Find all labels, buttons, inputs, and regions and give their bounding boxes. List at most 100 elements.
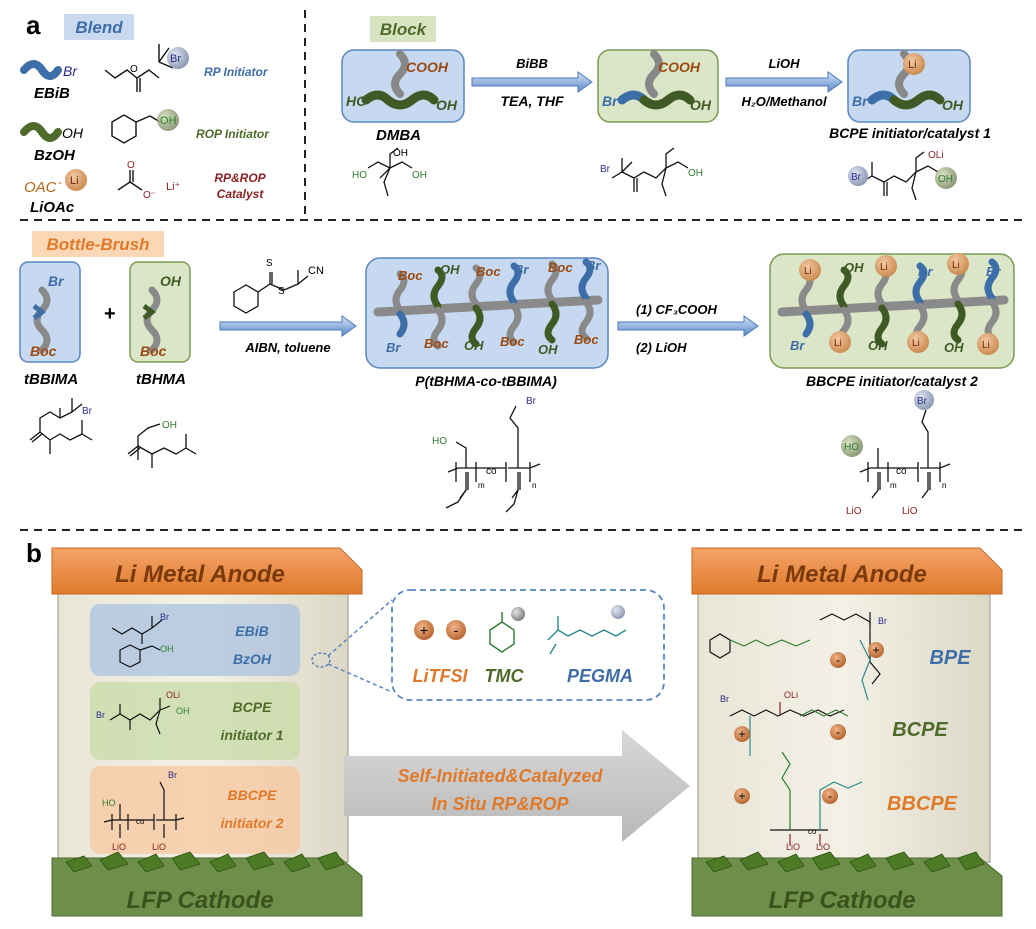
process-label-2: In Situ RP&ROP [431, 794, 569, 814]
tmc-ball [511, 607, 525, 621]
bcpe1-li-ball [903, 53, 925, 75]
dmba-green-chain [361, 90, 439, 110]
lioac-liplus: Li⁺ [166, 181, 181, 193]
right-net-oli: OLi [784, 690, 798, 700]
left-brush-br: Br [168, 770, 177, 780]
brush-plus: + [104, 303, 116, 325]
right-cathode [691, 857, 1003, 917]
left-blend-structures [111, 616, 163, 668]
bbcpe-label: BBCPE initiator/catalyst 2 [806, 373, 978, 389]
tbbima-structure [29, 398, 93, 454]
copolymer-br-3: Br [386, 340, 401, 355]
left-block-oh: OH [176, 706, 190, 716]
blend-title: Blend [75, 18, 123, 37]
bbcpe-struct-br: Br [917, 396, 928, 407]
intermediate-gray-chain [645, 50, 663, 98]
zoom-point [311, 652, 331, 668]
litfsi-plus: + [420, 622, 428, 638]
copolymer-label: P(tBHMA-co-tBBIMA) [415, 373, 557, 389]
right-bbcpe-label: BBCPE [887, 793, 958, 815]
left-anode [51, 547, 363, 595]
tbbima-br: Br [48, 273, 65, 289]
left-brush-label-2: initiator 2 [220, 815, 283, 831]
bbcpe-oh-1: OH [844, 260, 864, 275]
tbbima-blue-tip [32, 304, 47, 320]
ebib-br-ball [167, 47, 189, 69]
copolymer-oh-3: OH [538, 342, 558, 357]
copolymer-boc-1: Boc [398, 268, 423, 283]
lioac-li-ball [65, 169, 87, 191]
left-brush-label-1: BBCPE [227, 787, 277, 803]
bbcpe-br-2: Br [986, 264, 1001, 279]
bbcpe-oh-2: OH [868, 338, 888, 353]
right-ion-6-sign: - [828, 789, 832, 803]
block-title: Block [380, 20, 428, 39]
left-cathode-label: LFP Cathode [126, 887, 273, 914]
right-ion-5 [734, 788, 750, 804]
left-block-br: Br [96, 710, 105, 720]
bbcpe-struct-lio-2: LiO [902, 506, 918, 517]
cta-s2: S [278, 286, 285, 297]
copolymer-oh-2: OH [464, 338, 484, 353]
bbcpe-struct-co: co [896, 466, 907, 477]
intermediate-structure [611, 147, 689, 197]
left-blend-label-1: EBiB [235, 623, 268, 639]
tbbima-boc: Boc [30, 343, 57, 359]
lioac-ominus: O⁻ [143, 190, 156, 201]
right-net-lio-2: LiO [816, 842, 830, 852]
block-title-box [370, 16, 436, 42]
copolymer-struct-br: Br [526, 396, 537, 407]
left-cathode-particles [65, 851, 345, 873]
intermediate-br: Br [602, 93, 619, 109]
bcpe1-struct-oh: OH [938, 174, 953, 185]
rp-initiator-label: RP Initiator [204, 65, 269, 79]
tbhma-oh: OH [160, 273, 182, 289]
bbcpe-li-ball-5 [907, 331, 929, 353]
left-brush-lio-2: LiO [152, 842, 166, 852]
tbbima-chain [33, 286, 51, 354]
bbcpe-li-ball-6 [977, 333, 999, 355]
cta-structure [233, 270, 309, 314]
tbhma-structure [127, 423, 197, 468]
copolymer-struct-m: m [478, 481, 485, 490]
left-brush-co: co [136, 817, 145, 826]
bbcpe-br-3: Br [790, 338, 805, 353]
right-ion-2 [868, 642, 884, 658]
bbcpe-li-2: Li [880, 262, 888, 273]
right-ion-3-sign: + [738, 727, 745, 741]
bzoh-icon [20, 122, 62, 142]
bbcpe-li-6: Li [982, 340, 990, 351]
right-anode [691, 547, 1003, 595]
brush-title-box [32, 231, 164, 257]
block-step1-top: BiBB [516, 56, 548, 71]
rop-initiator-label: ROP Initiator [196, 127, 270, 141]
bbcpe-struct-n: n [942, 481, 946, 490]
right-ion-5-sign: + [738, 789, 745, 803]
deprotection-arrow [617, 315, 759, 337]
left-blend-br: Br [160, 612, 169, 622]
bcpe1-li-text: Li [908, 59, 917, 71]
lioac-li-text: Li [70, 175, 79, 187]
copolymer-boc-2: Boc [476, 264, 501, 279]
copolymer-br-1: Br [514, 262, 529, 277]
bbcpe-struct-lio-1: LiO [846, 506, 862, 517]
dmba-gray-chain [391, 50, 409, 98]
copolymer-side-chains [392, 258, 594, 350]
tbbima-label: tBBIMA [24, 371, 78, 388]
raft-arrow [219, 315, 357, 337]
copolymer-backbone [373, 295, 603, 317]
right-ion-4 [830, 724, 846, 740]
left-brush-structure [103, 781, 185, 838]
intermediate-oh: OH [690, 97, 712, 113]
bbcpe-struct-br-ball [914, 390, 934, 410]
lioac-structure [117, 170, 143, 191]
bzoh-oh: OH [62, 125, 84, 141]
process-label-1: Self-Initiated&Catalyzed [397, 766, 603, 786]
lioac-label: LiOAc [30, 199, 75, 216]
right-cathode-label: LFP Cathode [768, 887, 915, 914]
tbbima-struct-br: Br [82, 406, 93, 417]
block-step2-top: LiOH [768, 56, 800, 71]
blend-title-box [64, 14, 134, 40]
copolymer-br-2: Br [586, 258, 601, 273]
